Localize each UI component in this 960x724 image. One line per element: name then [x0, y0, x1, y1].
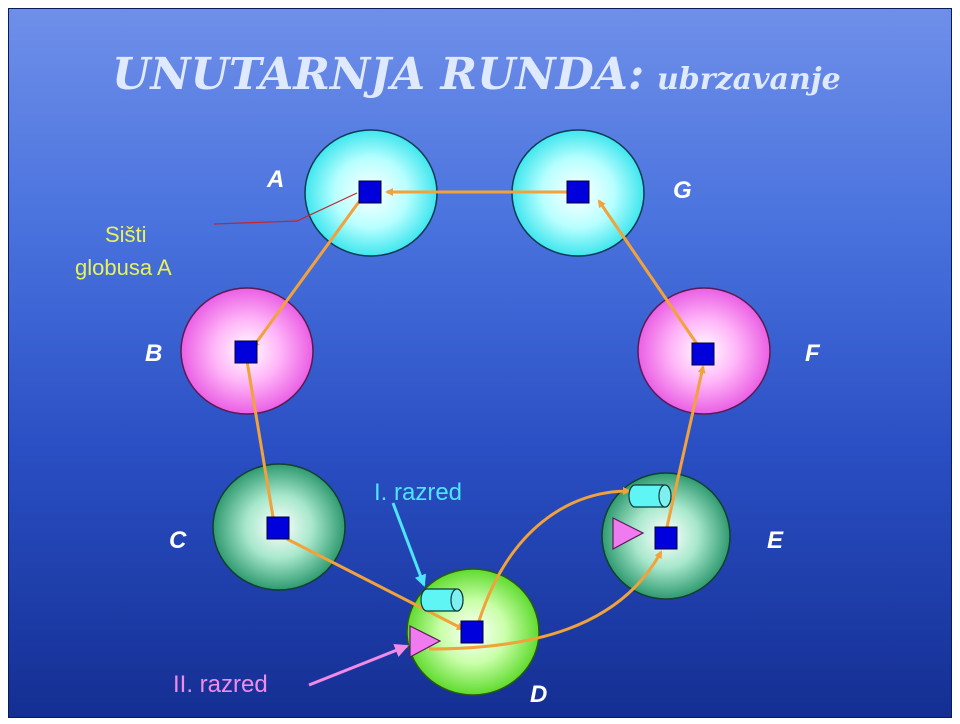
arrow-c-to-d — [286, 537, 465, 631]
queue-class2-d — [409, 625, 442, 658]
title-sub: ubrzavanje — [657, 62, 841, 97]
label-g: G — [673, 177, 692, 204]
arrow-d-to-e — [428, 550, 663, 651]
router-e — [654, 526, 678, 550]
slide: UNUTARNJA RUNDA: ubrzavanje — [8, 8, 952, 718]
label-d: D — [530, 681, 547, 708]
label-a: A — [266, 166, 284, 193]
label-c: C — [169, 527, 187, 554]
ring-arrows — [245, 188, 706, 651]
router-c — [266, 516, 290, 540]
queue-class1-e — [628, 484, 672, 508]
arrow-f-to-g — [597, 199, 701, 348]
router-a — [358, 180, 382, 204]
routers — [234, 180, 715, 644]
label-b: B — [145, 340, 162, 367]
router-b — [234, 340, 258, 364]
router-g — [566, 180, 590, 204]
arrow-d-to-e-queue — [477, 487, 631, 622]
label-e: E — [767, 527, 784, 554]
class2-pointer-arrow — [308, 643, 409, 687]
arrow-e-to-f — [665, 365, 706, 528]
class2-label: II. razred — [173, 671, 268, 698]
queue-class2-e — [612, 517, 645, 550]
class1-pointer-arrow — [391, 502, 427, 587]
sink-pointer-line — [213, 192, 358, 225]
title-main: UNUTARNJA RUNDA: — [112, 49, 644, 100]
router-f — [691, 342, 715, 366]
sink-label-line2: globusa A — [75, 255, 172, 280]
router-d — [460, 620, 484, 644]
sink-label-line1: Sišti — [105, 222, 147, 247]
queue-class1-d — [420, 588, 464, 612]
arrow-a-to-b — [251, 198, 363, 349]
label-f: F — [805, 340, 821, 367]
arrow-b-to-c — [245, 360, 277, 525]
class1-label: I. razred — [374, 479, 462, 506]
ring-diagram: UNUTARNJA RUNDA: ubrzavanje — [75, 49, 841, 708]
